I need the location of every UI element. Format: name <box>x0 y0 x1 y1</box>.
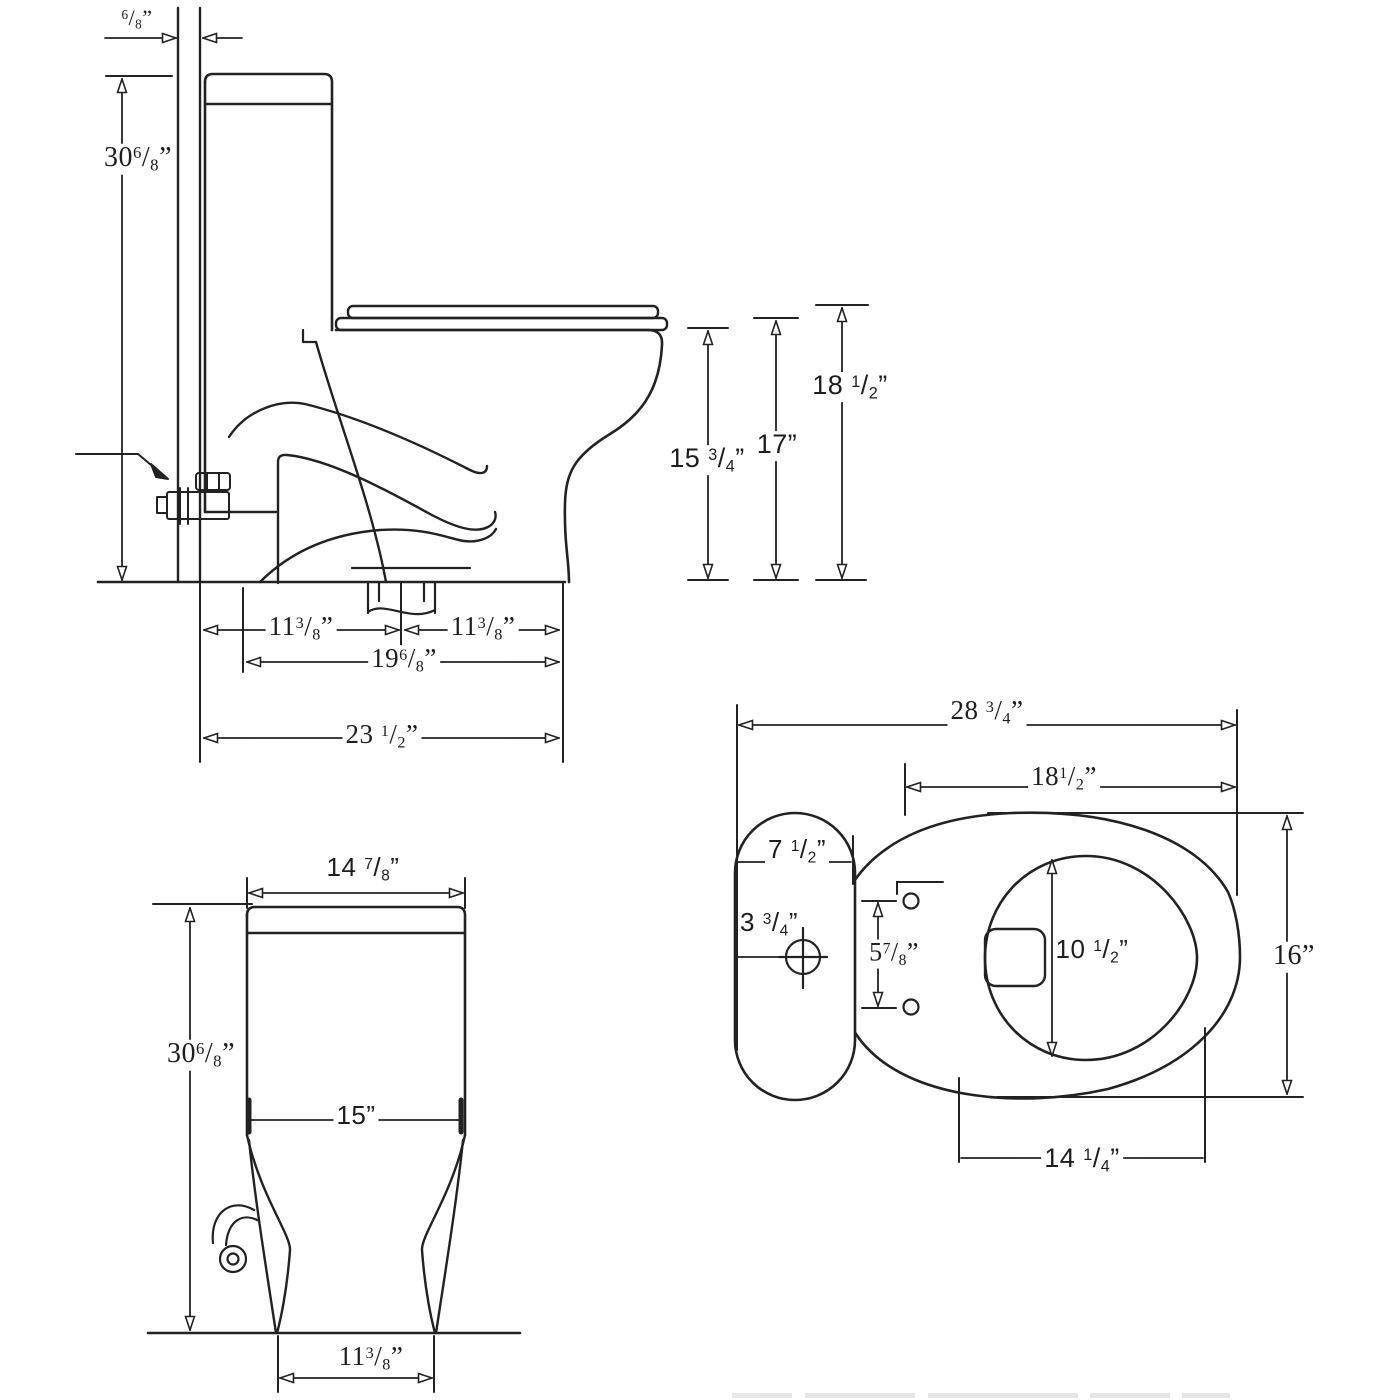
bowl-profile <box>334 328 664 584</box>
dim-label-body-width: 15” <box>333 1102 379 1132</box>
outlet-flange <box>366 581 437 616</box>
trap-curve-upper <box>227 401 489 475</box>
dim-label-trap-to-back: 113/8” <box>265 613 337 643</box>
dim-label-bowl-width: 16” <box>1270 941 1318 973</box>
seat-opening <box>983 854 1199 1062</box>
tank-outline <box>203 72 334 332</box>
cropped-caption <box>732 1393 1230 1398</box>
dim-label-lid-height: 18 1/2” <box>809 372 891 402</box>
flush-valve-hole <box>983 927 1047 988</box>
side-view-drawing <box>75 6 669 616</box>
trap-curve-middle <box>285 453 497 531</box>
supply-valve <box>75 453 231 525</box>
bowl-outline-top <box>830 811 1242 1100</box>
front-view-dimensions <box>152 877 466 1393</box>
dim-label-overall-length: 28 3/4” <box>947 697 1027 727</box>
dim-label-bowl-rim-height: 15 3/4” <box>666 445 748 475</box>
supply-hose <box>211 1204 261 1274</box>
dim-label-tank-top-depth: 7 1/2” <box>765 836 829 866</box>
top-view-drawing <box>733 811 1242 1102</box>
dim-label-front-overall-height: 306/8” <box>164 1039 238 1071</box>
dim-label-bolt-hole-spacing: 57/8” <box>866 939 922 969</box>
dim-label-supply-offset: 3 3/4” <box>740 907 798 940</box>
front-tank-outline <box>245 905 467 1137</box>
dim-label-base-depth: 196/8” <box>368 645 440 675</box>
bolt-hole-bottom <box>902 998 920 1016</box>
leader-arrowhead <box>150 463 169 480</box>
dim-label-opening-length: 14 1/4” <box>1041 1145 1123 1175</box>
dim-label-foot-width: 113/8” <box>338 1341 404 1374</box>
front-view-drawing <box>146 905 522 1335</box>
dim-label-side-overall-height: 306/8” <box>101 143 175 175</box>
trap-curve-lower <box>258 527 498 584</box>
dim-label-seat-height: 17” <box>753 431 801 461</box>
dim-label-tank-width: 14 7/8” <box>326 852 400 885</box>
bolt-hole-top <box>902 892 920 910</box>
dim-label-opening-width: 10 1/2” <box>1055 934 1129 967</box>
dim-label-trap-to-front: 113/8” <box>447 613 519 643</box>
side-view-dimensions <box>104 38 869 763</box>
dim-label-seat-to-front: 181/2” <box>1028 763 1100 793</box>
dim-label-wall-gap: 6/8” <box>121 5 153 32</box>
seat-ring-side <box>334 316 669 332</box>
seat-lid-side <box>346 304 660 320</box>
bowl-back-line <box>314 340 388 584</box>
dim-label-overall-depth: 23 1/2” <box>342 721 422 751</box>
